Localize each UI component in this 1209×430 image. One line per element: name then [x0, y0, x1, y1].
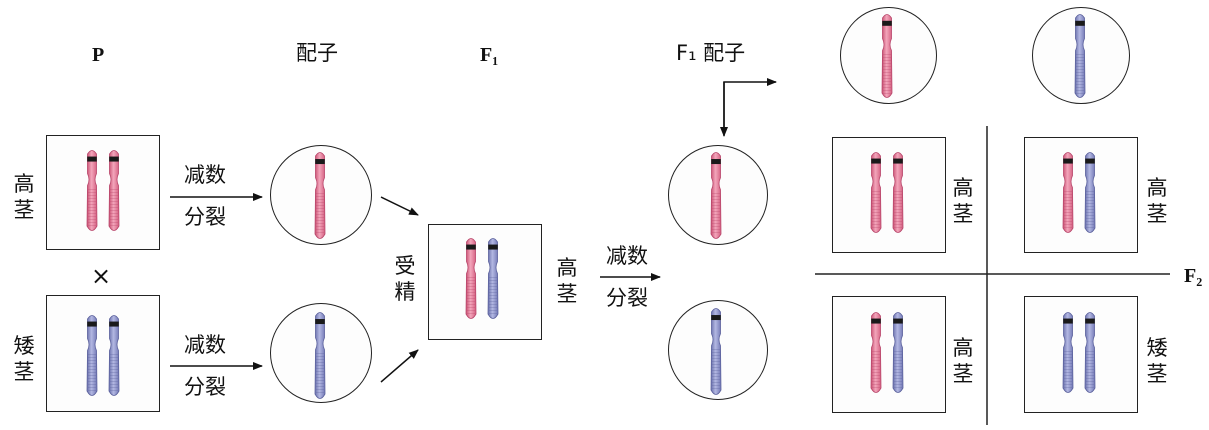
f2-box-dwarf-dwarf: [1024, 296, 1138, 413]
chromosome-f2-tt-2: [892, 152, 904, 233]
label-f2-tall-2: 高茎: [1146, 176, 1168, 226]
header-gametes: 配子: [296, 41, 338, 65]
chromosome-f1-dwarf: [487, 238, 499, 319]
f1-box: [428, 224, 542, 340]
label-meiosis-2b: 分裂: [184, 375, 226, 399]
label-f1-tall: 高茎: [556, 256, 578, 306]
f2-box-tall-dwarf: [1024, 137, 1138, 253]
chromosome-f2-header-dwarf: [1074, 14, 1086, 98]
chromosome-parent-tall-2: [108, 150, 120, 231]
label-parent-tall: 高茎: [13, 172, 35, 222]
chromosome-f1-gamete-tall: [710, 152, 722, 239]
chromosome-f2-dd-2: [1084, 312, 1096, 393]
chromosome-f2-header-tall: [881, 14, 893, 98]
chromosome-parent-tall-1: [86, 150, 98, 231]
chromosome-f2-td-2: [1084, 152, 1096, 233]
arrow-fertilize-dwarf: [380, 349, 419, 383]
chromosome-parent-dwarf-1: [86, 315, 98, 396]
header-f2: F₂: [1184, 265, 1203, 287]
chromosome-gamete-dwarf: [314, 312, 326, 399]
parent-tall-box: [46, 135, 160, 250]
header-f1-gametes: F₁ 配子: [676, 41, 746, 65]
arrow-to-f2-header: [723, 78, 777, 133]
chromosome-f2-td-1: [1062, 152, 1074, 233]
label-f2-tall-3: 高茎: [952, 336, 974, 386]
label-fertilization: 受精: [394, 254, 416, 304]
parent-dwarf-box: [46, 295, 160, 412]
label-parent-dwarf: 矮茎: [13, 334, 35, 384]
label-meiosis-2a: 减数: [184, 333, 226, 357]
chromosome-f2-dt-1: [870, 312, 882, 393]
header-f1: F₁: [480, 44, 499, 66]
chromosome-f2-dd-1: [1062, 312, 1074, 393]
f2-box-tall-tall: [832, 137, 946, 253]
chromosome-f2-dt-2: [892, 312, 904, 393]
label-meiosis-3a: 减数: [606, 244, 648, 268]
arrow-fertilize-tall: [380, 196, 419, 216]
header-p: P: [92, 44, 105, 66]
chromosome-parent-dwarf-2: [108, 315, 120, 396]
label-meiosis-1a: 减数: [184, 163, 226, 187]
label-f2-tall-1: 高茎: [952, 176, 974, 226]
chromosome-f1-gamete-dwarf: [710, 308, 722, 395]
label-meiosis-1b: 分裂: [184, 205, 226, 229]
chromosome-gamete-tall: [314, 152, 326, 239]
chromosome-f2-tt-1: [870, 152, 882, 233]
cross-symbol: ×: [91, 262, 112, 290]
label-f2-dwarf: 矮茎: [1146, 336, 1168, 386]
f2-box-dwarf-tall: [832, 296, 946, 413]
label-meiosis-3b: 分裂: [606, 286, 648, 310]
chromosome-f1-tall: [465, 238, 477, 319]
